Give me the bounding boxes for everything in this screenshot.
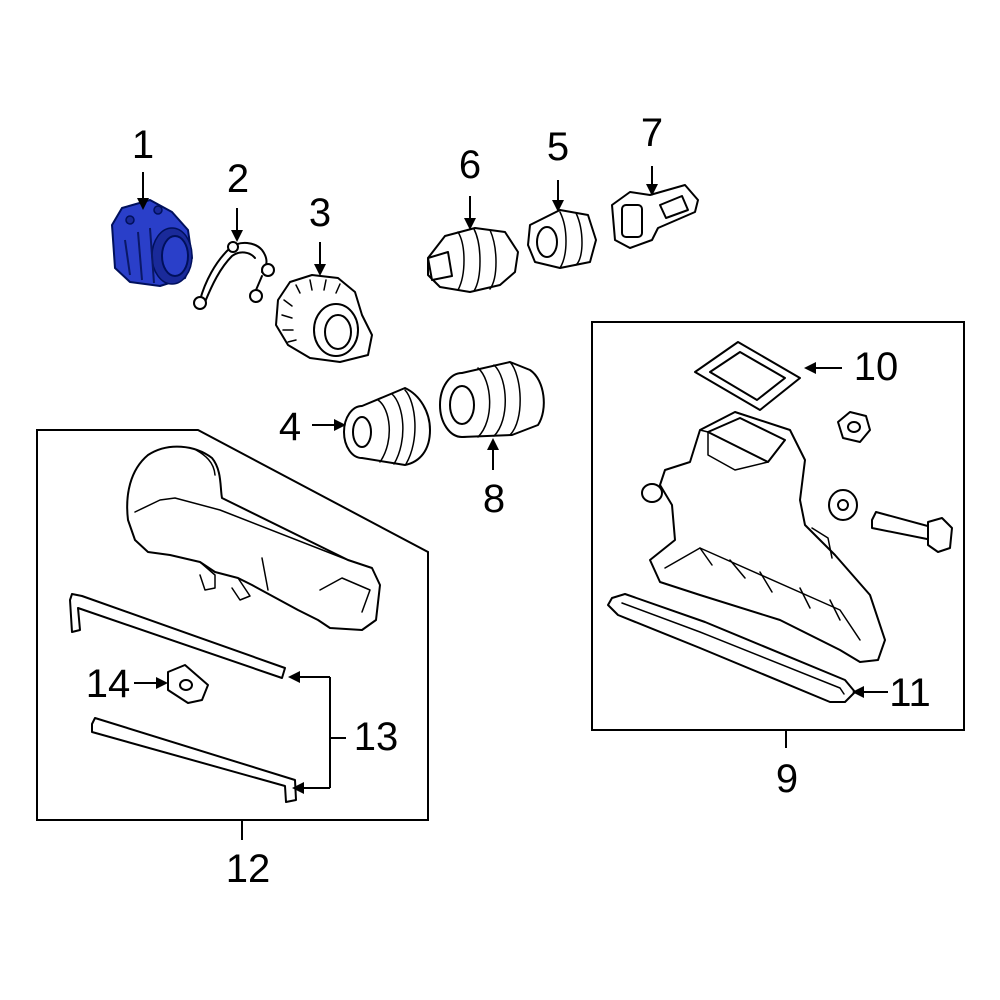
leader-lines <box>134 166 888 840</box>
callout-4[interactable]: 4 <box>279 405 301 449</box>
callout-10[interactable]: 10 <box>854 345 899 389</box>
washer-icon[interactable] <box>828 489 858 521</box>
box-12 <box>36 429 429 821</box>
callout-5[interactable]: 5 <box>547 125 569 169</box>
callout-2[interactable]: 2 <box>227 157 249 201</box>
callout-8[interactable]: 8 <box>483 477 505 521</box>
part-9-housing[interactable] <box>641 411 886 663</box>
part-14-clip[interactable] <box>167 664 209 704</box>
callout-14[interactable]: 14 <box>86 662 131 706</box>
part-7-elbow[interactable] <box>611 184 699 249</box>
part-5-bellows[interactable] <box>527 209 597 269</box>
part-6-duct[interactable] <box>427 227 519 293</box>
part-12-housing[interactable] <box>126 445 381 631</box>
callout-13[interactable]: 13 <box>354 715 399 759</box>
callout-11[interactable]: 11 <box>889 671 931 715</box>
part-1-highlighted[interactable] <box>111 199 193 287</box>
callout-9[interactable]: 9 <box>776 757 798 801</box>
part-11-seal[interactable] <box>607 593 856 703</box>
bolt-icon[interactable] <box>871 511 953 553</box>
part-8-bellows[interactable] <box>439 361 545 438</box>
part-10-gasket[interactable] <box>694 341 801 411</box>
callout-labels: 1 2 3 4 5 6 7 8 9 10 11 12 13 14 <box>86 111 931 891</box>
part-3-adapter[interactable] <box>275 274 373 363</box>
box-9 <box>591 321 965 731</box>
callout-3[interactable]: 3 <box>309 191 331 235</box>
part-4-bellows[interactable] <box>343 387 431 466</box>
callout-12[interactable]: 12 <box>226 847 271 891</box>
callout-6[interactable]: 6 <box>459 143 481 187</box>
callout-7[interactable]: 7 <box>641 111 663 155</box>
part-13-seal-upper[interactable] <box>69 593 286 679</box>
part-13-seal-lower[interactable] <box>91 717 297 803</box>
nut-icon[interactable] <box>837 411 871 443</box>
callout-1[interactable]: 1 <box>132 123 154 167</box>
part-2-gasket[interactable] <box>193 241 275 310</box>
